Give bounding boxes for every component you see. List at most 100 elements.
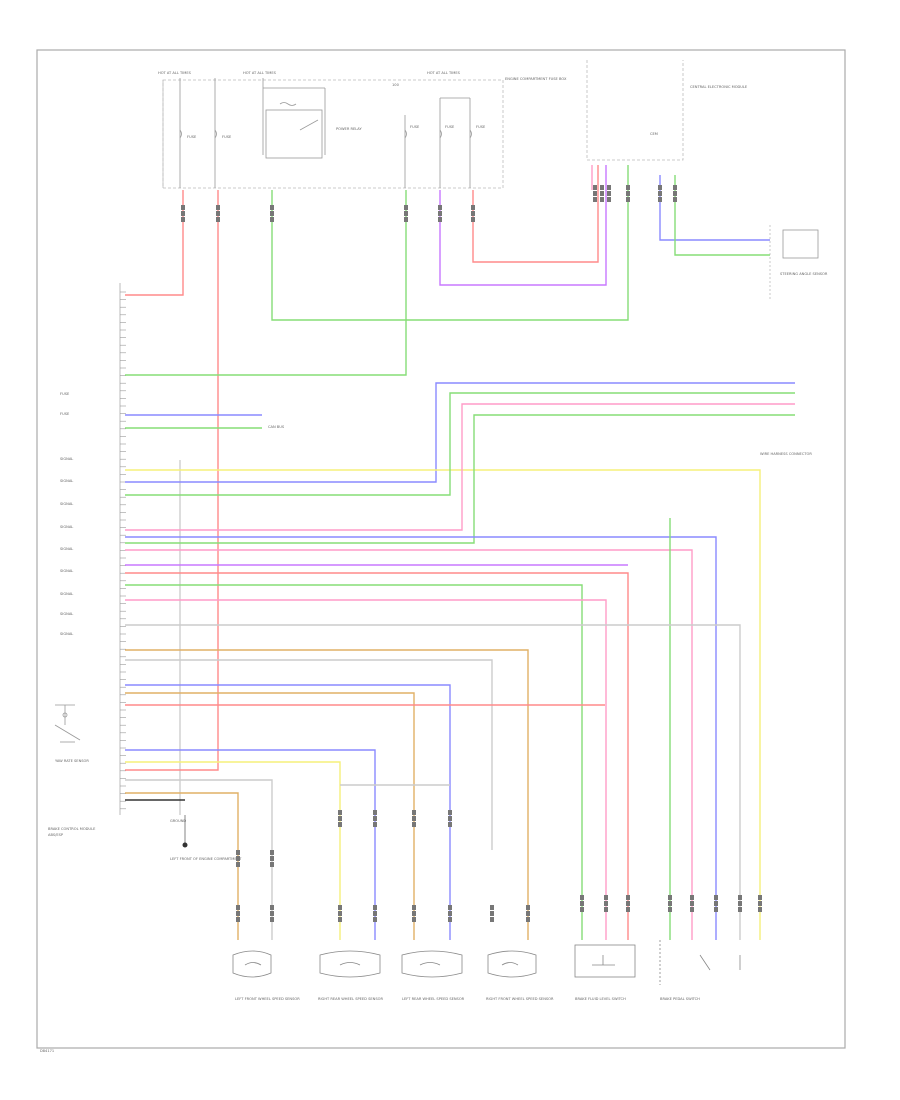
control-module-label: BRAKE CONTROL MODULE bbox=[48, 827, 96, 831]
connector-plug-17 bbox=[448, 810, 452, 827]
yaw-rate-sensor bbox=[54, 704, 81, 743]
wire-blue-pedal bbox=[125, 536, 717, 940]
wire-right-green2 bbox=[125, 414, 795, 544]
connector-plugs bbox=[181, 185, 762, 922]
wheel-sensors bbox=[232, 940, 741, 985]
connector-plug-11 bbox=[673, 185, 677, 202]
ground-symbol: GROUND LEFT FRONT OF ENGINE COMPARTMENT bbox=[170, 815, 242, 861]
wire-blue-lr bbox=[125, 684, 451, 940]
connector-plug-31 bbox=[714, 895, 718, 912]
left-pin-label-9: SIGNAL bbox=[60, 592, 73, 596]
power-relay bbox=[265, 109, 323, 159]
connector-plug-21 bbox=[373, 905, 377, 922]
connector-plug-23 bbox=[448, 905, 452, 922]
wire-red-fluid bbox=[125, 572, 629, 940]
sensor-left-rear bbox=[401, 950, 463, 978]
left-pin-label-8: SIGNAL bbox=[60, 569, 73, 573]
wire-blue-rr bbox=[125, 749, 376, 940]
sensor-right-rear bbox=[319, 950, 381, 978]
wire-yellow-rr bbox=[125, 761, 341, 940]
wire-fuse5-red bbox=[472, 165, 599, 263]
connector-plug-29 bbox=[668, 895, 672, 912]
brake-pedal-switch bbox=[659, 940, 741, 985]
connector-plug-25 bbox=[526, 905, 530, 922]
wire-fuse3-green bbox=[125, 190, 407, 376]
connector-plug-22 bbox=[412, 905, 416, 922]
left-pin-label-1: FUSE bbox=[60, 392, 70, 396]
fuse-label-3: FUSE bbox=[410, 125, 420, 129]
control-module-connector: BRAKE CONTROL MODULE ABS/ESP bbox=[48, 283, 181, 837]
wire-gray-rf bbox=[125, 659, 493, 850]
wire-pink-fluid bbox=[125, 599, 607, 940]
ground-label: GROUND bbox=[170, 819, 186, 823]
connector-plug-28 bbox=[626, 895, 630, 912]
wire-sas-blue bbox=[659, 175, 770, 241]
fuse-label-1: FUSE bbox=[187, 135, 197, 139]
sensor-label-6: BRAKE PEDAL SWITCH bbox=[660, 997, 700, 1001]
central-unit-label: CENTRAL ELECTRONIC MODULE bbox=[690, 85, 748, 89]
fuse-box-note: ENGINE COMPARTMENT FUSE BOX bbox=[505, 77, 567, 81]
left-pin-label-4: SIGNAL bbox=[60, 479, 73, 483]
wire-fuse2-red bbox=[125, 190, 219, 771]
ground-note: LEFT FRONT OF ENGINE COMPARTMENT bbox=[170, 857, 242, 861]
fuse-label-2: FUSE bbox=[222, 135, 232, 139]
connector-plug-4 bbox=[438, 205, 442, 222]
wire-right-green1 bbox=[125, 392, 795, 496]
connector-plug-1 bbox=[216, 205, 220, 222]
left-pin-labels: FUSE FUSE SIGNAL SIGNAL SIGNAL SIGNAL SI… bbox=[60, 392, 285, 636]
wire-pink-pedal bbox=[125, 549, 693, 940]
connector-plug-3 bbox=[404, 205, 408, 222]
sensor-right-front bbox=[487, 950, 537, 978]
central-unit-inner-label: CEM bbox=[650, 132, 658, 136]
wire-relay-green bbox=[271, 165, 629, 321]
connector-plug-5 bbox=[471, 205, 475, 222]
connector-plug-14 bbox=[338, 810, 342, 827]
wire-fuse4-purple bbox=[439, 165, 607, 286]
sensor-label-1: LEFT FRONT WHEEL SPEED SENSOR bbox=[235, 997, 300, 1001]
fuse-box-ref: 100 bbox=[392, 83, 400, 87]
connector-plug-8 bbox=[607, 185, 611, 202]
hot-label-2: HOT AT ALL TIMES bbox=[243, 71, 277, 75]
wire-right-yellow bbox=[125, 469, 761, 940]
sensor-label-4: RIGHT FRONT WHEEL SPEED SENSOR bbox=[486, 997, 554, 1001]
sensor-left-front bbox=[232, 950, 272, 978]
wire-orange-rf bbox=[125, 649, 529, 940]
connector-plug-24 bbox=[490, 905, 494, 922]
connector-plug-12 bbox=[236, 850, 240, 867]
left-pin-label-5: SIGNAL bbox=[60, 502, 73, 506]
wires bbox=[125, 165, 795, 940]
connector-plug-2 bbox=[270, 205, 274, 222]
fuse-label-4: FUSE bbox=[445, 125, 455, 129]
connector-plug-33 bbox=[758, 895, 762, 912]
sensor-label-5: BRAKE FLUID LEVEL SWITCH bbox=[575, 997, 626, 1001]
left-pin-label-2: FUSE bbox=[60, 412, 70, 416]
wire-green-fluid bbox=[125, 584, 583, 940]
fuse-label-5: FUSE bbox=[476, 125, 486, 129]
connector-plug-10 bbox=[658, 185, 662, 202]
connector-plug-9 bbox=[626, 185, 630, 202]
connector-plug-6 bbox=[593, 185, 597, 202]
brake-fluid-switch bbox=[574, 944, 636, 978]
connector-plug-18 bbox=[236, 905, 240, 922]
diagram-frame bbox=[36, 49, 846, 1049]
connector-plug-16 bbox=[412, 810, 416, 827]
footer-code: D84171 bbox=[40, 1049, 54, 1053]
central-electronic-module: CENTRAL ELECTRONIC MODULE CEM bbox=[586, 60, 748, 161]
connector-plug-0 bbox=[181, 205, 185, 222]
connector-plug-26 bbox=[580, 895, 584, 912]
relay-label: POWER RELAY bbox=[336, 127, 362, 131]
left-pin-label-3: SIGNAL bbox=[60, 457, 73, 461]
connector-plug-15 bbox=[373, 810, 377, 827]
connector-plug-27 bbox=[604, 895, 608, 912]
hot-label-1: HOT AT ALL TIMES bbox=[158, 71, 192, 75]
wire-right-blue bbox=[125, 382, 795, 483]
connector-plug-13 bbox=[270, 850, 274, 867]
sensor-label-2: RIGHT REAR WHEEL SPEED SENSOR bbox=[318, 997, 383, 1001]
connector-plug-20 bbox=[338, 905, 342, 922]
connector-plug-7 bbox=[600, 185, 604, 202]
connector-plug-19 bbox=[270, 905, 274, 922]
wire-orange-lr bbox=[125, 692, 415, 940]
brake-switch-label: STEERING ANGLE SENSOR bbox=[780, 272, 828, 276]
yaw-sensor-label: YAW RATE SENSOR bbox=[55, 759, 89, 763]
